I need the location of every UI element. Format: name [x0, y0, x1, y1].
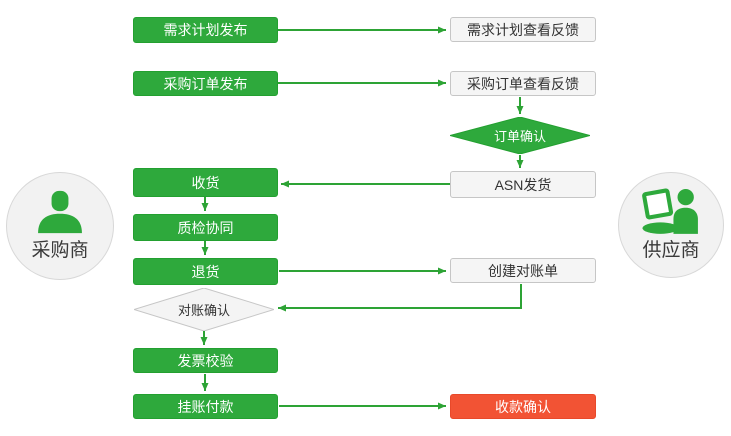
supplier-label: 供应商 [642, 240, 700, 261]
arrow-statement-to-reconciliation [278, 284, 522, 312]
node-return-goods: 退货 [133, 258, 278, 285]
actor-supplier: 供应商 [618, 172, 724, 278]
node-payment-on-account: 挂账付款 [133, 394, 278, 419]
diamond-reconciliation-confirm: 对账确认 [134, 288, 274, 331]
supplier-person-laptop-icon [642, 188, 698, 234]
node-asn-ship: ASN发货 [450, 171, 596, 198]
reconciliation-confirm-label: 对账确认 [177, 303, 230, 318]
order-confirm-label: 订单确认 [493, 129, 546, 144]
node-receipt-confirm: 收款确认 [450, 394, 596, 419]
node-receive-goods: 收货 [133, 168, 278, 197]
node-po-feedback: 采购订单查看反馈 [450, 71, 596, 96]
node-quality-check: 质检协同 [133, 214, 278, 241]
node-demand-plan-publish: 需求计划发布 [133, 17, 278, 43]
node-invoice-check: 发票校验 [133, 348, 278, 373]
node-po-publish: 采购订单发布 [133, 71, 278, 96]
node-create-statement: 创建对账单 [450, 258, 596, 283]
node-demand-plan-feedback: 需求计划查看反馈 [450, 17, 596, 42]
buyer-label: 采购商 [31, 240, 89, 261]
buyer-person-icon [38, 190, 82, 234]
diamond-order-confirm: 订单确认 [450, 117, 590, 154]
actor-buyer: 采购商 [6, 172, 114, 280]
